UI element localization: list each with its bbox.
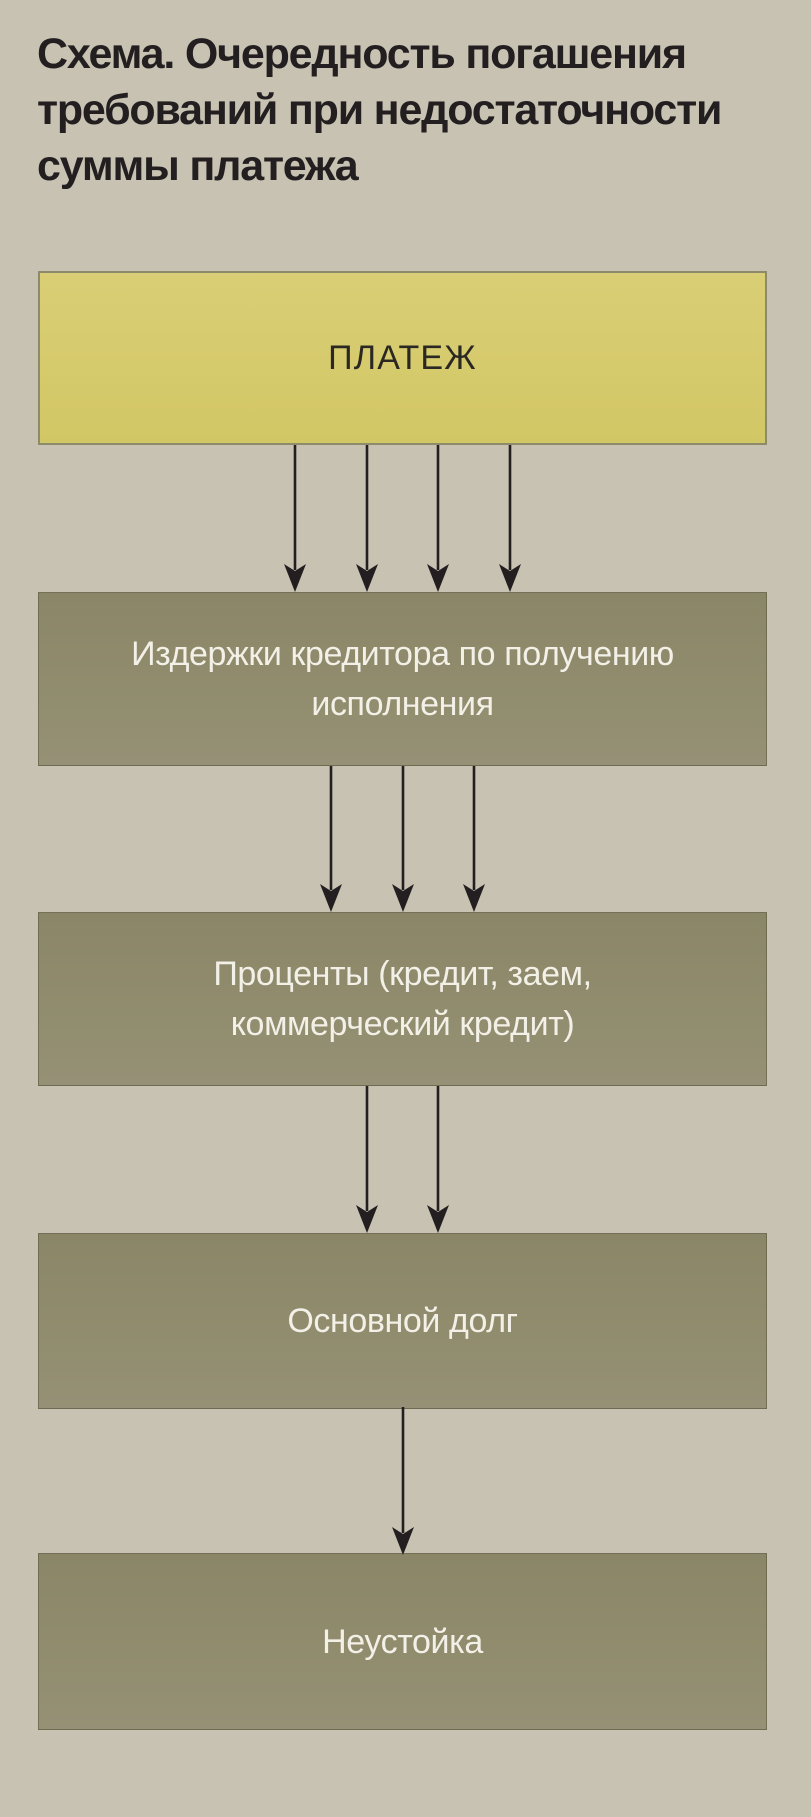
- down-arrow-icon: [355, 445, 378, 592]
- node-creditor-costs: Издержки кредитора по получению исполнен…: [38, 592, 767, 766]
- down-arrow-icon: [498, 445, 521, 592]
- node-payment: ПЛАТЕЖ: [38, 271, 767, 445]
- diagram-title-line: суммы платежа: [37, 142, 359, 190]
- diagram-title-line: Схема. Очередность погашения: [37, 30, 687, 78]
- node-principal-debt: Основной долг: [38, 1233, 767, 1409]
- node-principal-debt-label: Основной долг: [287, 1302, 518, 1340]
- node-interest-label: Проценты (кредит, заем,: [213, 955, 592, 993]
- node-interest: Проценты (кредит, заем, коммерческий кре…: [38, 912, 767, 1086]
- node-interest-label: коммерческий кредит): [230, 1005, 575, 1043]
- diagram-title-line: требований при недостаточности: [37, 86, 722, 134]
- diagram-title: Схема. Очередность погашения требований …: [37, 26, 722, 194]
- down-arrow-icon: [463, 766, 485, 912]
- down-arrow-icon: [284, 445, 307, 592]
- down-arrow-icon: [355, 1086, 378, 1233]
- down-arrow-icon: [427, 1086, 450, 1233]
- down-arrow-icon: [320, 766, 342, 912]
- node-penalty-label: Неустойка: [322, 1622, 483, 1661]
- down-arrow-icon: [391, 1407, 414, 1555]
- node-payment-label: ПЛАТЕЖ: [328, 339, 477, 377]
- down-arrow-icon: [427, 445, 450, 592]
- node-creditor-costs-label: Издержки кредитора по получению: [131, 635, 674, 673]
- node-creditor-costs-label: исполнения: [311, 685, 494, 723]
- down-arrow-icon: [391, 766, 414, 912]
- node-penalty: Неустойка: [38, 1553, 767, 1730]
